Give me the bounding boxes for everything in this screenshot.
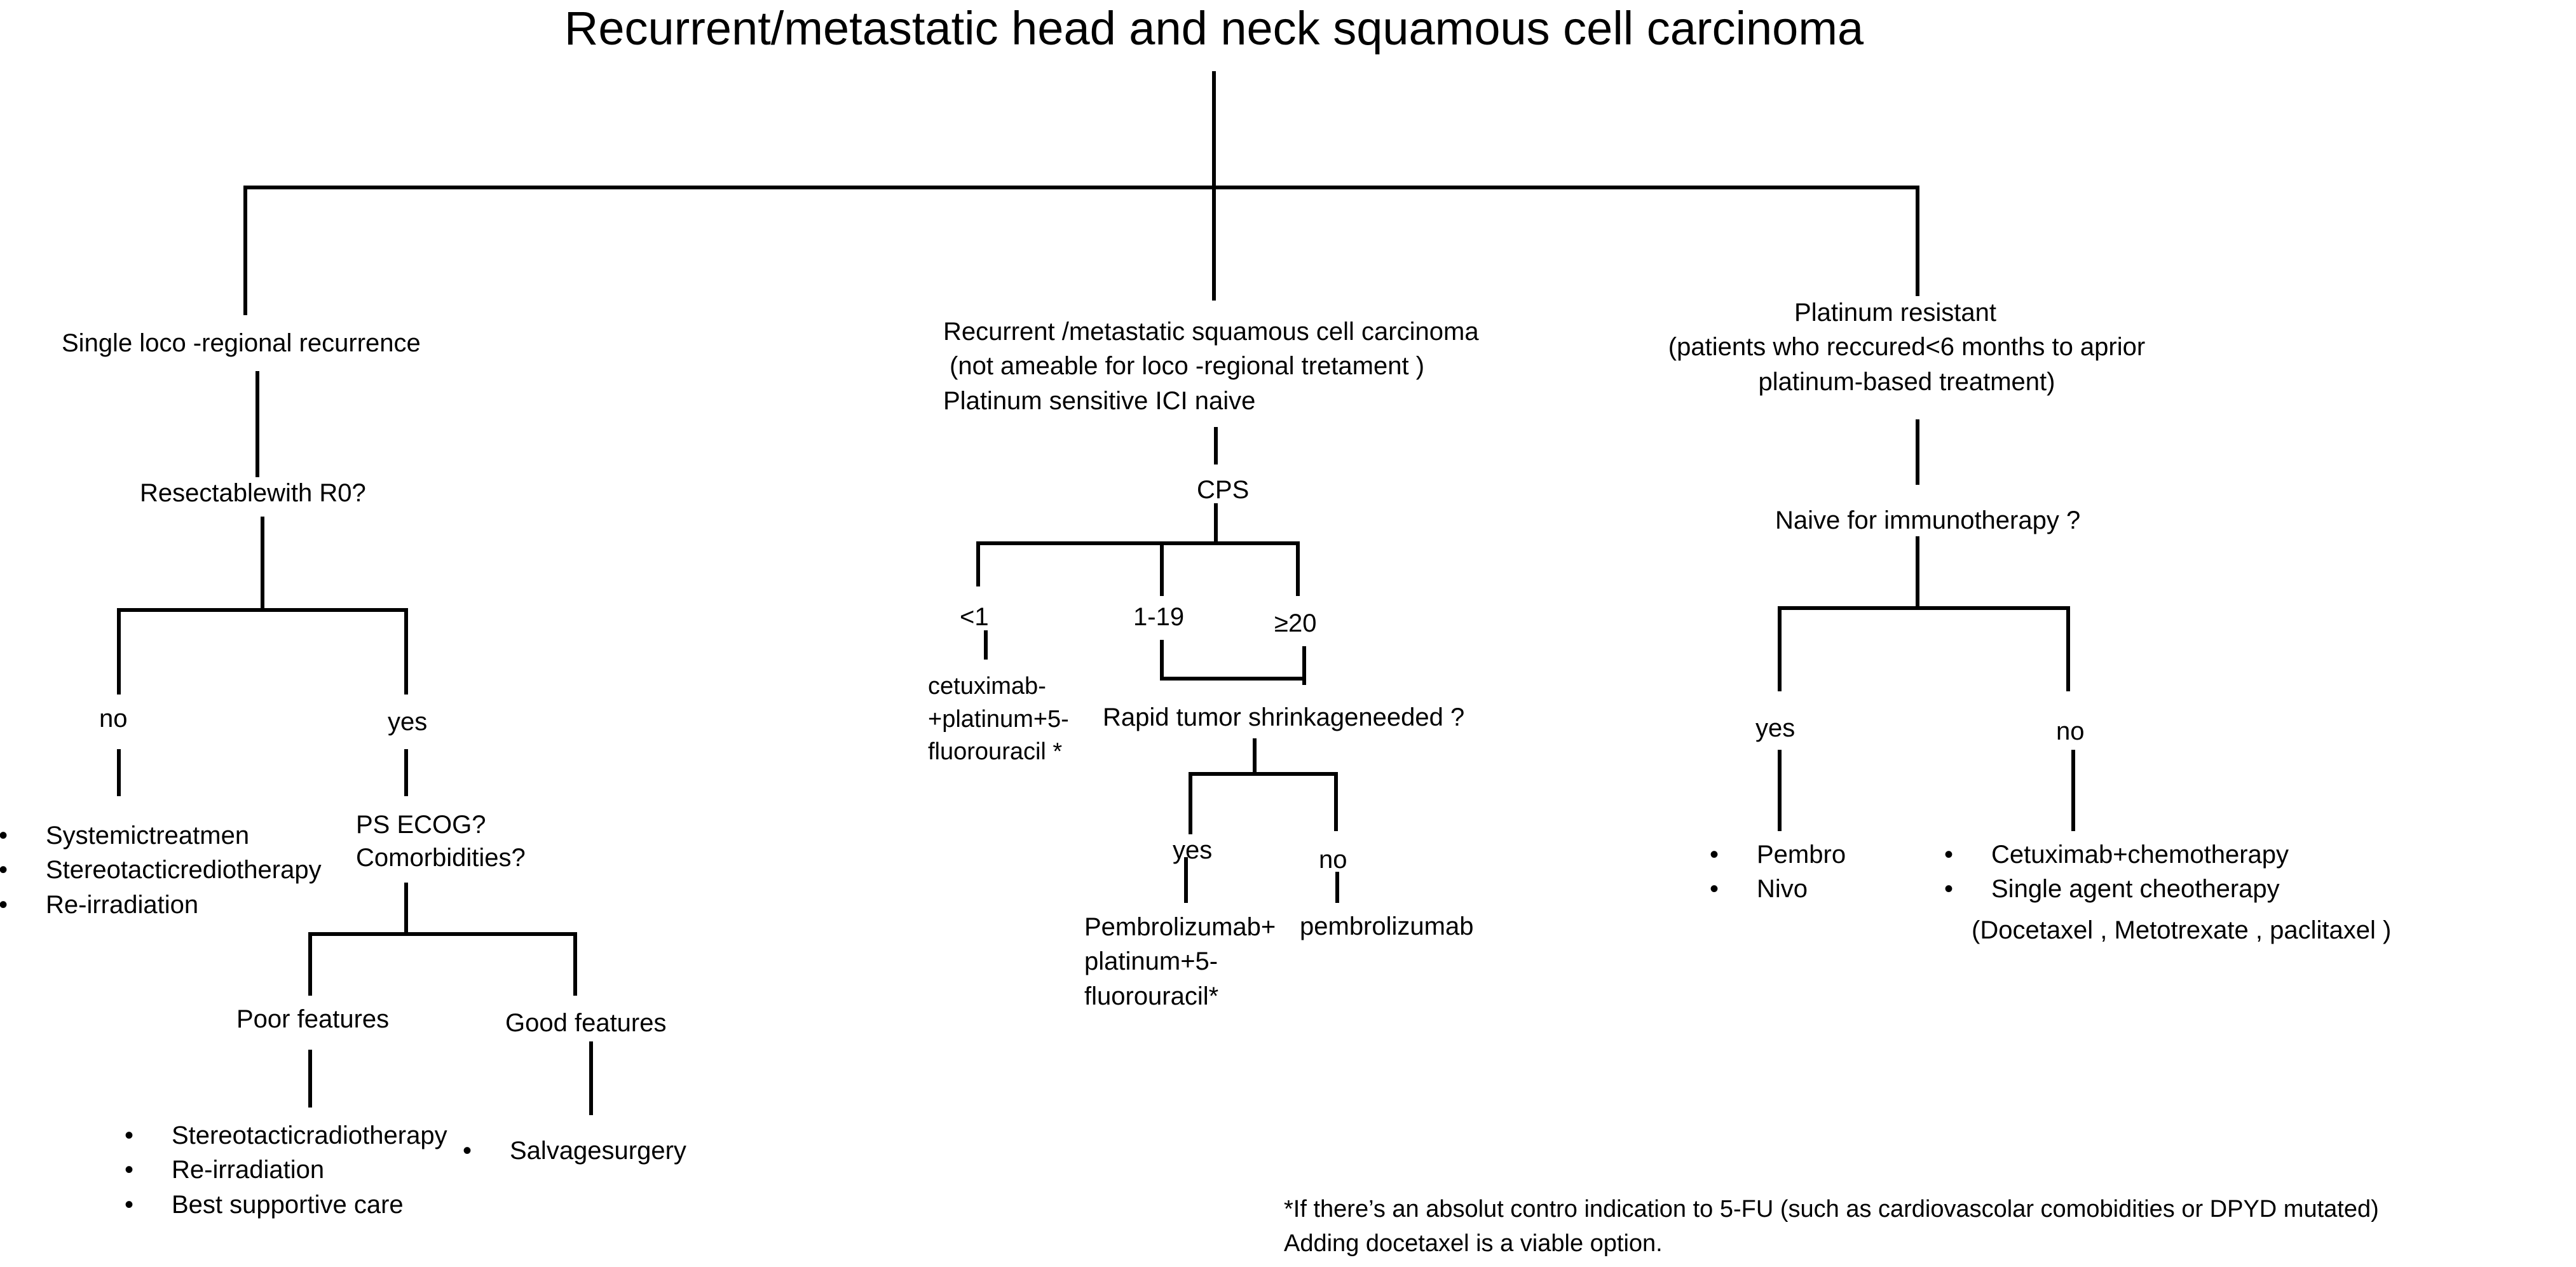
branch-lt1-label: <1 xyxy=(960,603,989,631)
rapid-shrinkage-question: Rapid tumor shrinkageneeded ? xyxy=(1103,703,1465,731)
right-header-line-2: (patients who reccured<6 months to aprio… xyxy=(1668,333,2146,362)
right-yes-options: Pembro Nivo xyxy=(1710,837,1846,907)
footnote-line-2: Adding docetaxel is a viable option. xyxy=(1284,1230,1663,1257)
cps-label: CPS xyxy=(1197,476,1250,504)
diagram-title: Recurrent/metastatic head and neck squam… xyxy=(564,2,1864,55)
center-header-line-3: Platinum sensitive ICI naive xyxy=(943,386,1256,415)
list-item: Pembro xyxy=(1710,837,1846,872)
right-no-options-note: (Docetaxel , Metotrexate , paclitaxel ) xyxy=(1972,916,2392,944)
center-header: Recurrent /metastatic squamous cell carc… xyxy=(943,315,1479,418)
list-item: Nivo xyxy=(1710,872,1846,907)
center-no-label: no xyxy=(1319,846,1347,874)
list-item: Systemictreatmen xyxy=(0,818,322,853)
left-question: Resectablewith R0? xyxy=(140,479,366,507)
left-yes-label: yes xyxy=(388,708,428,736)
lt1-treatment-line-1: cetuximab- xyxy=(928,673,1046,700)
lt1-treatment-line-3: fluorouracil * xyxy=(928,738,1063,766)
comorbidities-line: Comorbidities? xyxy=(356,844,526,872)
left-no-options: Systemictreatmen Stereotacticrediotherap… xyxy=(0,818,322,923)
right-no-options: Cetuximab+chemotherapy Single agent cheo… xyxy=(1944,837,2289,907)
left-good-options: Salvagesurgery xyxy=(463,1134,686,1169)
right-header: Platinum resistant (patients who reccure… xyxy=(1627,295,2186,399)
lt1-treatment: cetuximab- +platinum+5- fluorouracil * xyxy=(928,670,1069,769)
yes-treatment-line-2: platinum+5- xyxy=(1084,947,1218,976)
list-item: Best supportive care xyxy=(125,1188,447,1223)
no-treatment: pembrolizumab xyxy=(1300,912,1474,940)
center-header-line-1: Recurrent /metastatic squamous cell carc… xyxy=(943,318,1479,346)
ps-ecog-line: PS ECOG? xyxy=(356,811,486,839)
list-item: Re-irradiation xyxy=(0,888,322,923)
list-item: Stereotacticrediotherapy xyxy=(0,853,322,888)
left-poor-label: Poor features xyxy=(236,1005,390,1033)
left-yes-question: PS ECOG? Comorbidities? xyxy=(356,808,526,874)
list-item: Stereotacticradiotherapy xyxy=(125,1118,447,1153)
naive-immunotherapy-question: Naive for immunotherapy ? xyxy=(1775,506,2081,534)
list-item: Cetuximab+chemotherapy xyxy=(1944,837,2289,872)
yes-treatment-line-3: fluorouracil* xyxy=(1084,982,1219,1010)
right-header-line-1: Platinum resistant xyxy=(1794,299,1996,327)
lt1-treatment-line-2: +platinum+5- xyxy=(928,705,1069,733)
right-yes-label: yes xyxy=(1755,714,1796,742)
list-item: Single agent cheotherapy xyxy=(1944,872,2289,907)
right-header-line-3: platinum-based treatment) xyxy=(1758,367,2055,396)
center-yes-label: yes xyxy=(1173,836,1213,864)
left-good-label: Good features xyxy=(505,1009,667,1037)
branch-ge20-label: ≥20 xyxy=(1274,609,1317,637)
center-header-line-2: (not ameable for loco -regional tretamen… xyxy=(950,352,1425,381)
branch-1-19-label: 1-19 xyxy=(1133,603,1185,631)
right-no-label: no xyxy=(2056,717,2085,745)
yes-treatment-line-1: Pembrolizumab+ xyxy=(1084,913,1276,941)
left-poor-options: Stereotacticradiotherapy Re-irradiation … xyxy=(125,1118,447,1223)
yes-treatment: Pembrolizumab+ platinum+5- fluorouracil* xyxy=(1084,910,1276,1013)
left-no-label: no xyxy=(99,705,128,733)
list-item: Re-irradiation xyxy=(125,1153,447,1188)
footnote: *If there’s an absolut contro indication… xyxy=(1284,1193,2379,1261)
list-item: Salvagesurgery xyxy=(463,1134,686,1169)
left-header: Single loco -regional recurrence xyxy=(62,329,421,357)
footnote-line-1: *If there’s an absolut contro indication… xyxy=(1284,1196,2379,1223)
